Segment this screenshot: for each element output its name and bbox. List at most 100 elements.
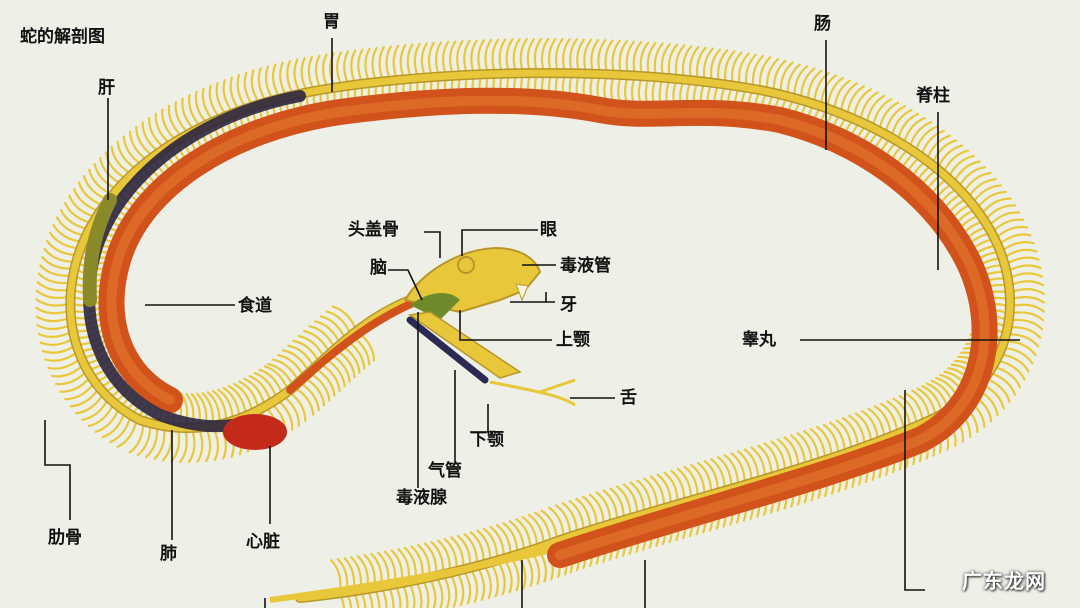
internal-organs: [82, 87, 998, 568]
label-venom-duct: 毒液管: [560, 256, 611, 276]
rib: [484, 38, 493, 76]
rib: [482, 563, 492, 600]
rib: [921, 385, 944, 416]
rib: [469, 566, 479, 603]
label-esophagus: 食道: [238, 296, 272, 316]
label-fang: 牙: [560, 295, 577, 315]
rib: [512, 38, 521, 75]
snake-head: [403, 246, 576, 407]
label-lower-jaw: 下颚: [470, 430, 504, 450]
heart-organ: [223, 414, 287, 450]
rib: [1008, 288, 1045, 296]
rib: [321, 53, 330, 90]
rib: [314, 54, 323, 91]
label-upper-jaw: 上颚: [556, 330, 590, 350]
label-skull: 头盖骨: [348, 220, 399, 240]
label-lung: 肺: [160, 544, 177, 564]
rib: [462, 568, 472, 605]
digestive-tract: [98, 87, 998, 568]
leader-line: [470, 404, 489, 433]
leader-line: [510, 292, 555, 303]
rib: [1003, 256, 1040, 267]
rib: [204, 425, 212, 463]
label-testis: 睾丸: [742, 330, 776, 350]
rib: [258, 368, 284, 397]
tail-bone: [269, 545, 561, 603]
rib: [286, 60, 295, 97]
label-ribs: 肋骨: [48, 528, 82, 548]
rib: [350, 49, 357, 86]
rib: [196, 426, 204, 463]
leader-line: [461, 229, 538, 256]
rib: [271, 63, 282, 100]
rib: [41, 343, 78, 354]
rib: [253, 371, 278, 401]
rib: [300, 57, 309, 94]
label-tongue: 舌: [620, 388, 637, 408]
rib: [1005, 264, 1042, 274]
rib: [448, 571, 458, 608]
rib: [491, 38, 500, 75]
rib-bones: [35, 37, 1046, 608]
rib: [540, 37, 550, 75]
rib: [39, 336, 76, 346]
eye-socket: [457, 256, 475, 274]
rib: [264, 65, 275, 102]
rib: [179, 426, 188, 464]
vertebrae: [66, 69, 1014, 602]
rib: [498, 38, 507, 75]
rib: [343, 50, 350, 87]
leader-line: [388, 269, 423, 301]
rib: [378, 46, 385, 83]
lower-jaw-bone: [408, 311, 522, 379]
rib: [279, 61, 288, 98]
label-trachea: 气管: [428, 461, 462, 481]
label-brain: 脑: [370, 258, 387, 278]
rib: [37, 329, 75, 338]
rib: [576, 38, 586, 75]
leader-line: [904, 390, 925, 591]
diagram-title: 蛇的解剖图: [20, 27, 105, 47]
rib: [1008, 295, 1046, 304]
rib: [248, 375, 272, 405]
leader-line: [424, 231, 441, 258]
rib: [293, 58, 302, 95]
rib: [590, 38, 600, 75]
rib: [455, 570, 465, 607]
label-spine: 脊柱: [916, 86, 950, 106]
label-intestine: 肠: [814, 14, 831, 34]
fang-tooth: [515, 283, 529, 302]
rib: [1006, 272, 1044, 280]
rib: [307, 55, 316, 93]
trachea-tube: [406, 316, 489, 384]
digestive-highlight: [106, 95, 990, 560]
rib: [364, 47, 371, 85]
label-eye: 眼: [540, 220, 557, 240]
label-venom-gland: 毒液腺: [396, 488, 447, 508]
esophagus-organ: [286, 296, 424, 394]
forked-tongue: [489, 378, 576, 407]
rib: [562, 38, 571, 75]
rib: [475, 564, 486, 602]
leader-lines: [44, 38, 1020, 608]
rib: [263, 365, 290, 393]
rib: [331, 305, 358, 333]
leader-line: [44, 420, 71, 520]
rib: [583, 38, 593, 75]
venom-gland: [410, 293, 460, 320]
rib: [441, 573, 451, 608]
label-heart: 心脏: [246, 532, 280, 552]
rib: [371, 46, 378, 84]
rib: [36, 323, 73, 331]
liver-organ: [82, 193, 117, 307]
rib: [526, 38, 535, 75]
rib: [357, 48, 364, 85]
rib: [128, 419, 145, 454]
label-liver: 肝: [98, 78, 115, 98]
rib: [554, 38, 564, 75]
rib: [1008, 303, 1045, 313]
rib: [533, 37, 543, 75]
spine-bone: [65, 68, 1015, 603]
